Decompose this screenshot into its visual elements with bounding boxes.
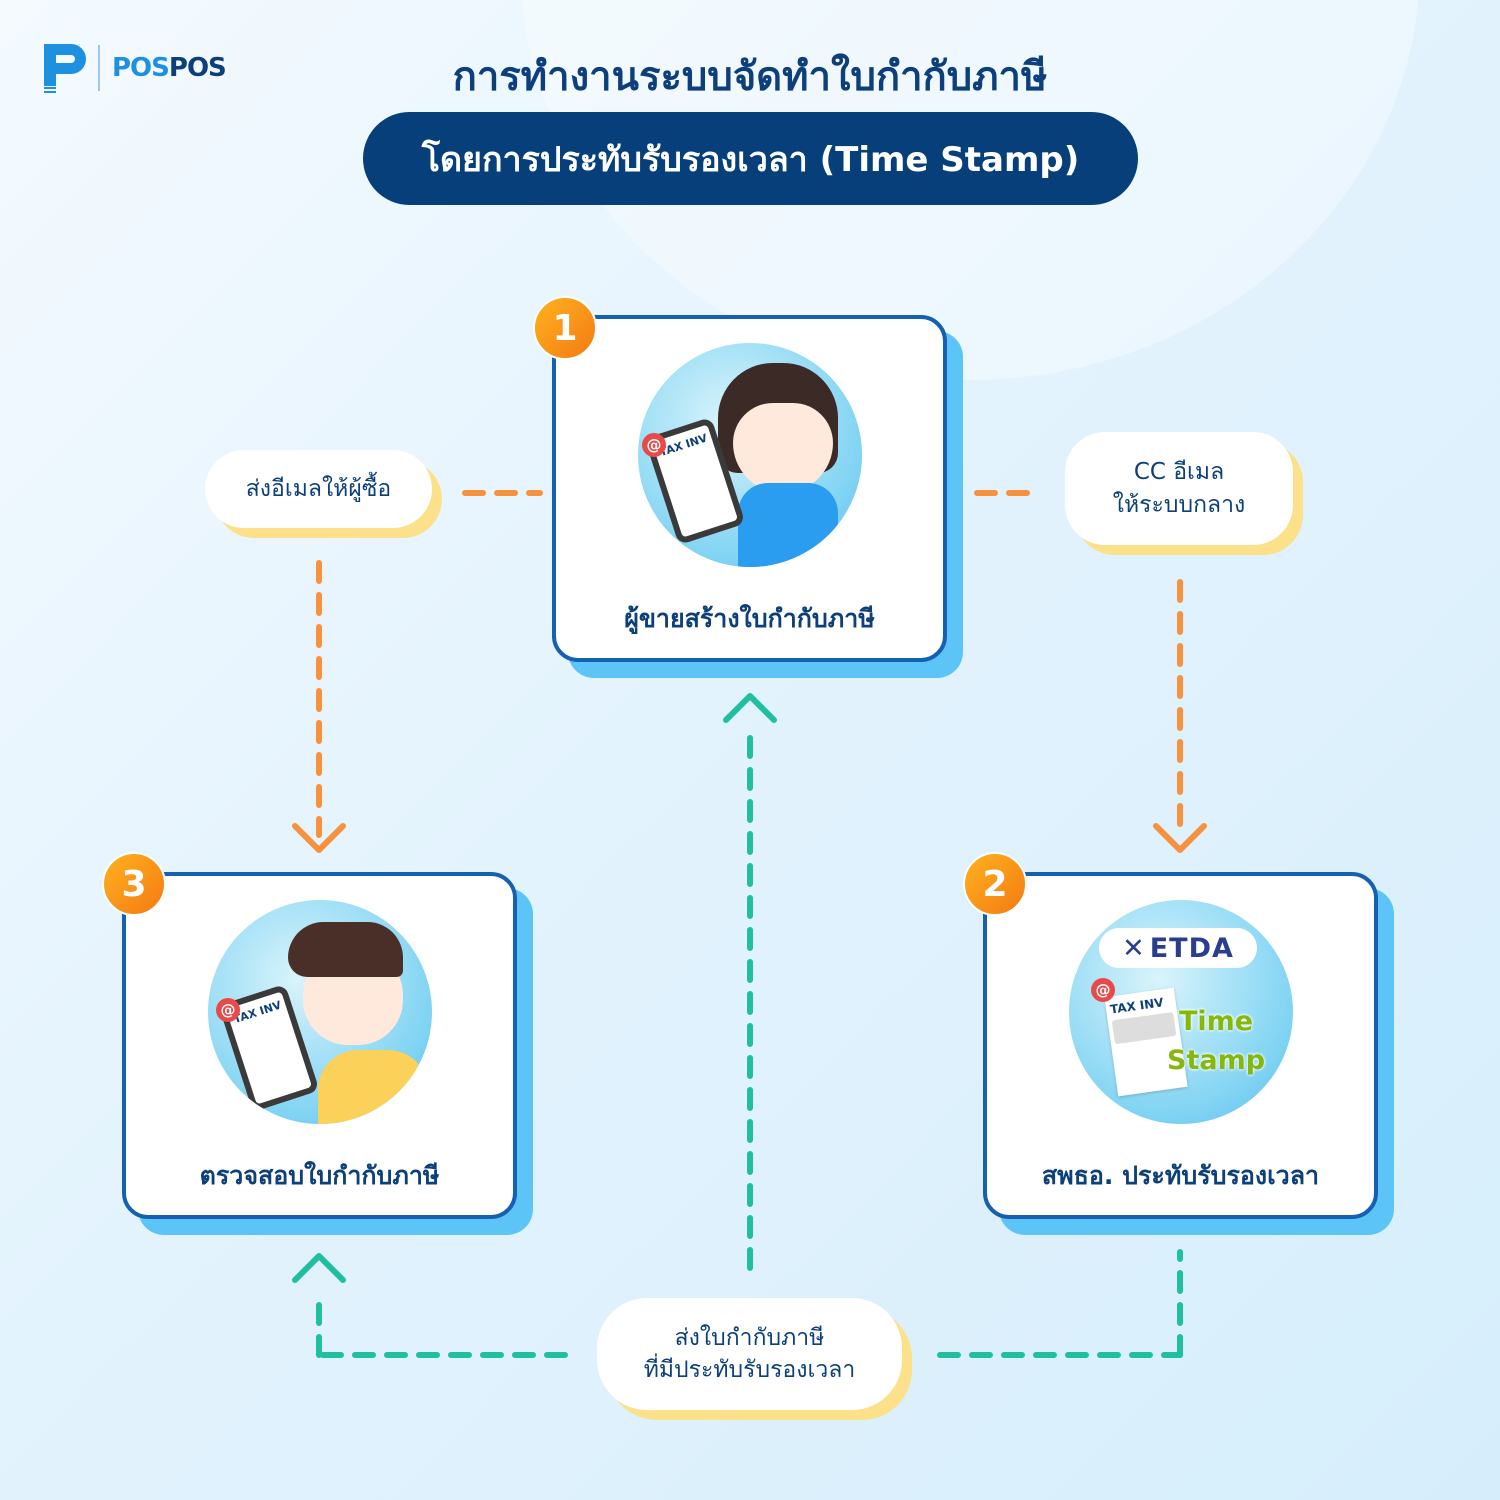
stamp-line2: Stamp [1167, 1045, 1266, 1077]
logo-divider [98, 45, 100, 91]
step1-badge: 1 [533, 296, 597, 360]
step3-badge: 3 [102, 852, 166, 916]
email-at-icon: @ [642, 433, 666, 457]
etda-logo: ✕ETDA [1099, 928, 1257, 968]
send-line2: ที่มีประทับรับรองเวลา [643, 1357, 856, 1383]
etda-x-icon: ✕ [1122, 932, 1146, 964]
logo-text-pos2: POS [168, 53, 227, 83]
arrow-up-icon [292, 1253, 346, 1283]
etda-logo-text: ETDA [1149, 932, 1234, 964]
cc-email-bubble: CC อีเมล ให้ระบบกลาง [1065, 432, 1293, 545]
stamp-line1: Time [1179, 1006, 1254, 1037]
step3-card: TAX INV @ ตรวจสอบใบกำกับภาษี [122, 872, 517, 1219]
step2-card: ✕ETDA TAX INV @ Time Stamp สพธอ. ประทับร… [983, 872, 1378, 1219]
etda-timestamp-illustration: ✕ETDA TAX INV @ Time Stamp [1069, 900, 1293, 1124]
send-timestamped-bubble: ส่งใบกำกับภาษี ที่มีประทับรับรองเวลา [597, 1298, 902, 1410]
step2-label: สพธอ. ประทับรับรองเวลา [1041, 1161, 1320, 1190]
arrow-down-icon [292, 823, 346, 853]
pospos-p-icon [44, 44, 86, 93]
arrow-down-icon [1153, 823, 1207, 853]
cc-line1: CC อีเมล [1133, 459, 1225, 486]
page-title: การทำงานระบบจัดทำใบกำกับภาษี [452, 54, 1048, 100]
seller-apron [738, 483, 838, 567]
seller-face [733, 403, 833, 493]
step3-label: ตรวจสอบใบกำกับภาษี [199, 1161, 440, 1190]
buyer-shirt [318, 1050, 428, 1124]
subtitle-pill: โดยการประทับรับรองเวลา (Time Stamp) [363, 112, 1138, 205]
pospos-logo: POSPOS [44, 44, 227, 93]
send-line1: ส่งใบกำกับภาษี [674, 1324, 825, 1351]
email-at-icon: @ [216, 998, 240, 1022]
step1-label: ผู้ขายสร้างใบกำกับภาษี [624, 604, 875, 633]
buyer-hair [288, 922, 403, 977]
cc-line2: ให้ระบบกลาง [1112, 491, 1246, 518]
logo-text-pos1: POS [112, 53, 170, 83]
email-buyer-bubble: ส่งอีเมลให้ผู้ซื้อ [205, 450, 432, 528]
email-at-icon: @ [1091, 978, 1115, 1002]
email-buyer-text: ส่งอีเมลให้ผู้ซื้อ [245, 475, 392, 502]
logo-text: POSPOS [112, 53, 227, 83]
buyer-illustration: TAX INV @ [208, 900, 432, 1124]
time-stamp-text: Time Stamp [1167, 1002, 1265, 1080]
step1-card: TAX INV @ ผู้ขายสร้างใบกำกับภาษี [552, 315, 947, 662]
step2-badge: 2 [963, 852, 1027, 916]
seller-illustration: TAX INV @ [638, 343, 862, 567]
arrow-up-icon [723, 693, 777, 723]
